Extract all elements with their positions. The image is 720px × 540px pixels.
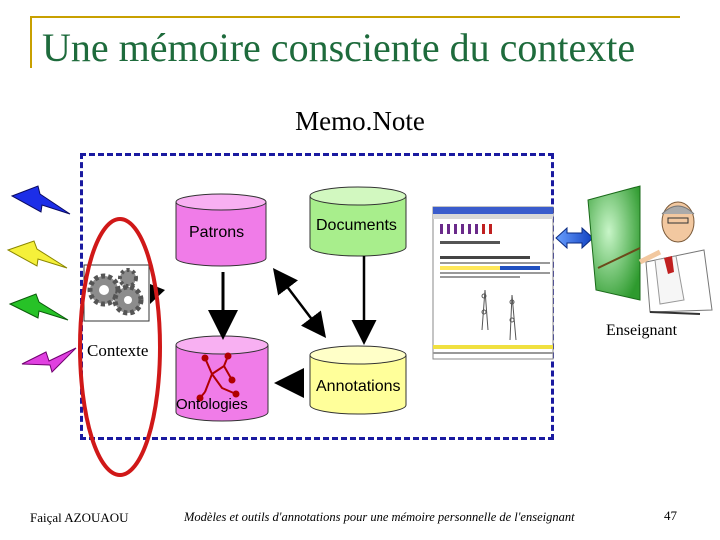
blue-double-arrow: [555, 226, 594, 250]
annotations-database: [309, 345, 407, 415]
patrons-label: Patrons: [189, 224, 245, 241]
lightning-bolt-icon: [6, 240, 68, 269]
patrons-database: [175, 193, 267, 267]
slide-title: Une mémoire consciente du contexte: [42, 25, 636, 70]
documents-label: Documents: [316, 217, 397, 234]
ontologies-database: [175, 335, 269, 422]
footer-author: Faiçal AZOUAOU: [30, 510, 129, 525]
ontology-tree-icon: [196, 352, 240, 402]
lightning-bolt-icon: [21, 347, 77, 373]
lightning-bolt-icon: [10, 185, 71, 215]
annotations-label: Annotations: [316, 378, 401, 395]
teacher-clipart-icon: [587, 185, 713, 315]
page-number: 47: [664, 508, 677, 523]
slide-subtitle: Memo.Note: [295, 106, 425, 136]
footer-caption: Modèles et outils d'annotations pour une…: [184, 510, 575, 524]
arrow-bidirectional-patrons-annotations: [272, 268, 327, 338]
title-frame: [30, 16, 680, 68]
enseignant-label: Enseignant: [606, 322, 678, 339]
ontologies-label: Ontologies: [176, 396, 248, 413]
contexte-label: Contexte: [87, 341, 149, 360]
lightning-bolt-icon: [8, 293, 69, 321]
documents-database: [309, 186, 407, 257]
document-screenshot-icon: [432, 206, 554, 360]
context-ellipse: [78, 217, 162, 477]
